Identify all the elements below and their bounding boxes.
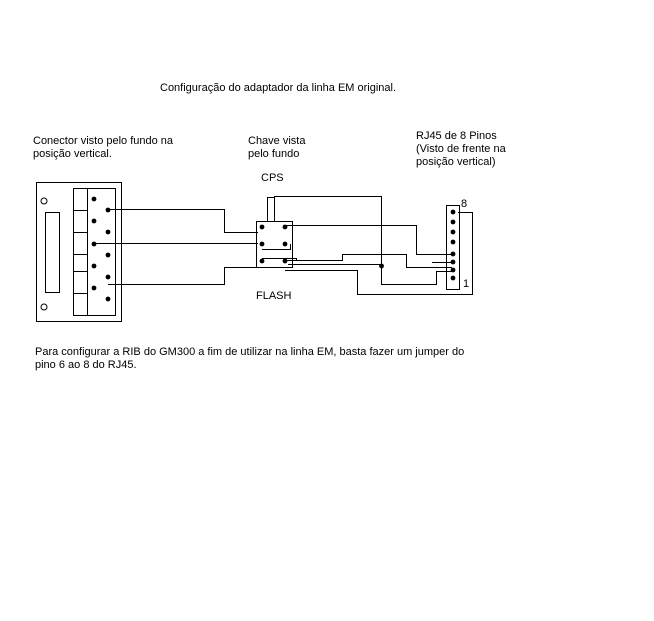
- diagram-title: Configuração do adaptador da linha EM or…: [160, 82, 397, 94]
- wire: [274, 196, 382, 266]
- connector-pin: [91, 196, 97, 202]
- connector-pin: [105, 296, 111, 302]
- switch-cps-label: CPS: [261, 172, 284, 184]
- wire: [108, 209, 258, 233]
- rj45-pin-1-label: 1: [463, 278, 470, 290]
- wire-junctions: [379, 263, 384, 269]
- note-line2: pino 6 ao 8 do RJ45.: [35, 359, 137, 371]
- connector-left-column: [73, 188, 88, 316]
- rj45-pin: [450, 251, 456, 257]
- connector-pin: [105, 252, 111, 258]
- connector-pin: [105, 274, 111, 280]
- wire: [288, 264, 452, 285]
- connector-slot: [45, 212, 60, 293]
- wire: [262, 244, 291, 250]
- connector-label-line1: Conector visto pelo fundo na: [33, 135, 174, 147]
- wires-connector-to-switch: [94, 209, 258, 285]
- switch-terminals: [259, 224, 288, 264]
- connector-pin: [105, 229, 111, 235]
- connector-pin-block: [87, 188, 116, 316]
- wire: [285, 254, 452, 268]
- connector-mount-hole-top: [40, 197, 48, 205]
- switch-terminal: [282, 241, 288, 247]
- rj45-label-line1: RJ45 de 8 Pinos: [416, 130, 497, 142]
- connector-pin: [91, 218, 97, 224]
- wire: [285, 225, 452, 255]
- wire: [262, 258, 297, 261]
- connector-pins: [91, 196, 111, 302]
- rj45-pin: [450, 259, 456, 265]
- switch-terminal: [259, 258, 265, 264]
- rj45-connector: [446, 205, 460, 290]
- switch-terminal: [259, 241, 265, 247]
- switch: [256, 197, 293, 268]
- rj45-pins: [450, 209, 456, 281]
- connector-pin: [91, 263, 97, 269]
- connector-outline: [36, 182, 122, 322]
- wire-junction: [379, 263, 384, 269]
- rj45-pin: [450, 219, 456, 225]
- connector-label-line2: posição vertical.: [33, 148, 112, 160]
- rj45-pin: [450, 239, 456, 245]
- rj45-label-line2: (Visto de frente na: [416, 143, 506, 155]
- connector-pin: [91, 285, 97, 291]
- rj45-pin: [450, 209, 456, 215]
- wire: [108, 267, 258, 285]
- wire: [285, 212, 473, 295]
- rj45-pin: [450, 275, 456, 281]
- switch-lever: [267, 197, 275, 222]
- switch-flash-label: FLASH: [256, 290, 292, 302]
- connector: [36, 182, 122, 322]
- connector-mount-hole-bottom: [40, 303, 48, 311]
- rj45-label-line3: posição vertical): [416, 156, 496, 168]
- rj45-pin: [450, 229, 456, 235]
- switch-terminal: [259, 224, 265, 230]
- wires-switch-to-rj45: [262, 196, 473, 295]
- note-line1: Para configurar a RIB do GM300 a fim de …: [35, 346, 465, 358]
- switch-label-line2: pelo fundo: [248, 148, 300, 160]
- switch-label-line1: Chave vista: [248, 135, 306, 147]
- rj45-pin-8-label: 8: [461, 198, 468, 210]
